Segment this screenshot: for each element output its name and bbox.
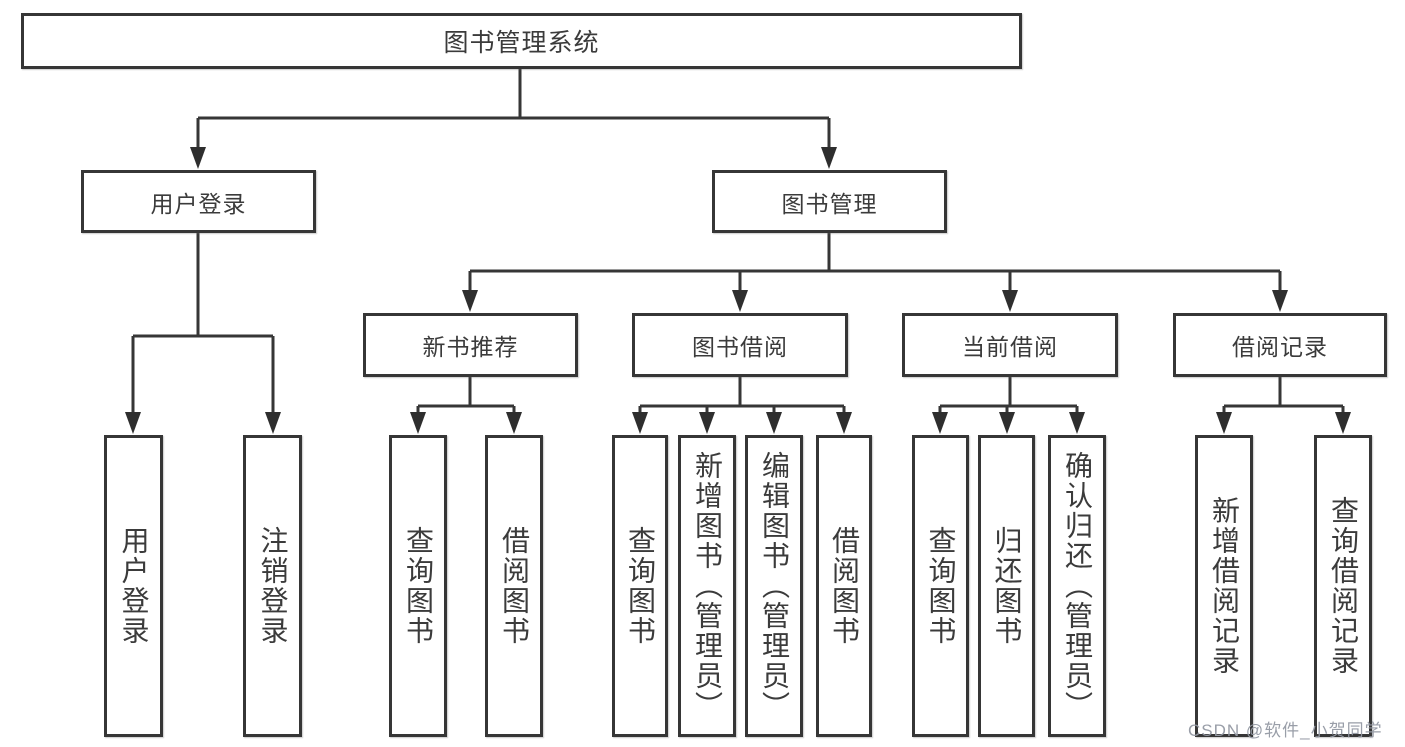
leaf-query-borrow-record: 查询借阅记录 — [1314, 435, 1372, 737]
node-borrowing-records: 借阅记录 — [1173, 313, 1387, 377]
leaf-confirm-return-admin: 确认归还（管理员） — [1048, 435, 1106, 737]
leaf-borrow-books: 借阅图书 — [816, 435, 872, 737]
node-book-management-module: 图书管理 — [712, 170, 947, 233]
node-current-borrowing: 当前借阅 — [902, 313, 1118, 377]
leaf-add-borrow-record: 新增借阅记录 — [1195, 435, 1253, 737]
csdn-watermark: CSDN @软件_小贺同学 — [1188, 721, 1383, 740]
leaf-query-books-current: 查询图书 — [912, 435, 969, 737]
node-book-borrowing: 图书借阅 — [632, 313, 848, 377]
leaf-add-books-admin: 新增图书（管理员） — [678, 435, 736, 737]
leaf-query-books-recommend: 查询图书 — [389, 435, 447, 737]
leaf-borrow-books-recommend: 借阅图书 — [485, 435, 543, 737]
leaf-return-books: 归还图书 — [978, 435, 1035, 737]
node-library-management-system: 图书管理系统 — [21, 13, 1022, 69]
node-new-book-recommendation: 新书推荐 — [363, 313, 578, 377]
leaf-edit-books-admin: 编辑图书（管理员） — [745, 435, 803, 737]
leaf-query-books-borrowing: 查询图书 — [612, 435, 668, 737]
node-user-login-module: 用户登录 — [81, 170, 316, 233]
leaf-user-login: 用户登录 — [104, 435, 163, 737]
leaf-logout: 注销登录 — [243, 435, 302, 737]
